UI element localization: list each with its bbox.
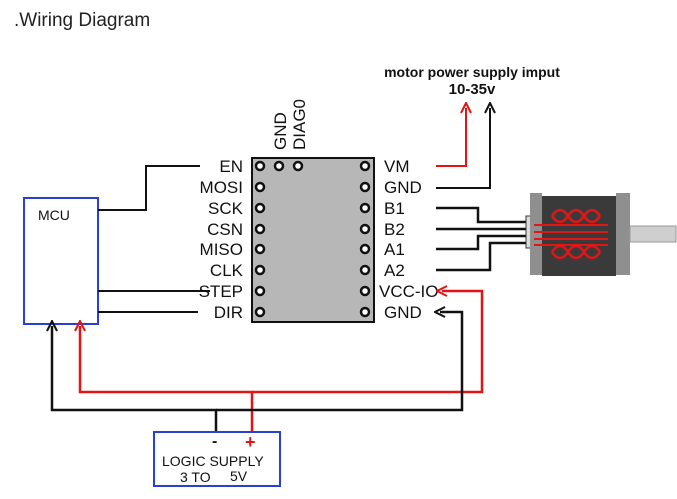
logic-plus-sign: + xyxy=(245,432,256,452)
logic-plus-to-vccio xyxy=(252,291,484,394)
power-label-line1: motor power supply imput xyxy=(384,64,560,80)
pin-label-b2: B2 xyxy=(384,220,405,239)
mcu-label: MCU xyxy=(38,207,70,223)
power-label-line2: 10-35v xyxy=(449,81,496,98)
pin-label-step: STEP xyxy=(199,282,243,301)
pin-label-sck: SCK xyxy=(208,199,244,218)
pin-label-clk: CLK xyxy=(210,261,244,280)
pin-label-vcc-io: VCC-IO xyxy=(379,282,439,301)
b1-wire xyxy=(436,206,528,224)
pin-label-miso: MISO xyxy=(200,240,243,259)
gnd-power-wire xyxy=(436,108,490,189)
driver-chip xyxy=(251,157,375,323)
pin-label-vm: VM xyxy=(384,157,410,176)
logic-minus-sign: - xyxy=(212,433,217,450)
logic-minus-to-mcu xyxy=(52,326,218,432)
logic-plus-to-mcu xyxy=(80,326,254,432)
top-pin-holes xyxy=(273,160,304,172)
a1-wire xyxy=(436,234,528,251)
pin-label-mosi: MOSI xyxy=(200,178,243,197)
vm-power-wire xyxy=(436,108,466,167)
right-pin-holes xyxy=(359,160,371,318)
a2-wire xyxy=(436,241,528,272)
pin-label-a1: A1 xyxy=(384,240,405,259)
left-pin-holes xyxy=(254,160,266,318)
logic-supply-box xyxy=(153,431,281,487)
top-pin-gnd: GND xyxy=(271,112,290,150)
logic-minus-to-gnd xyxy=(216,312,464,412)
pin-label-a2: A2 xyxy=(384,261,405,280)
pin-label-b1: B1 xyxy=(384,199,405,218)
logic-supply-line2b: 5V xyxy=(230,468,248,484)
pin-label-dir: DIR xyxy=(214,303,243,322)
stepper-motor xyxy=(525,193,677,276)
pin-label-csn: CSN xyxy=(207,220,243,239)
pin-label-gnd-logic: GND xyxy=(384,303,422,322)
pin-label-en: EN xyxy=(219,157,243,176)
top-pin-diag0: DIAG0 xyxy=(290,99,309,150)
logic-supply-line1: LOGIC SUPPLY xyxy=(162,453,264,469)
logic-supply-line2a: 3 TO xyxy=(180,469,211,485)
pin-label-gnd-motor: GND xyxy=(384,178,422,197)
page-title: .Wiring Diagram xyxy=(14,10,151,31)
en-wire xyxy=(98,165,200,211)
mcu-box xyxy=(23,197,99,325)
